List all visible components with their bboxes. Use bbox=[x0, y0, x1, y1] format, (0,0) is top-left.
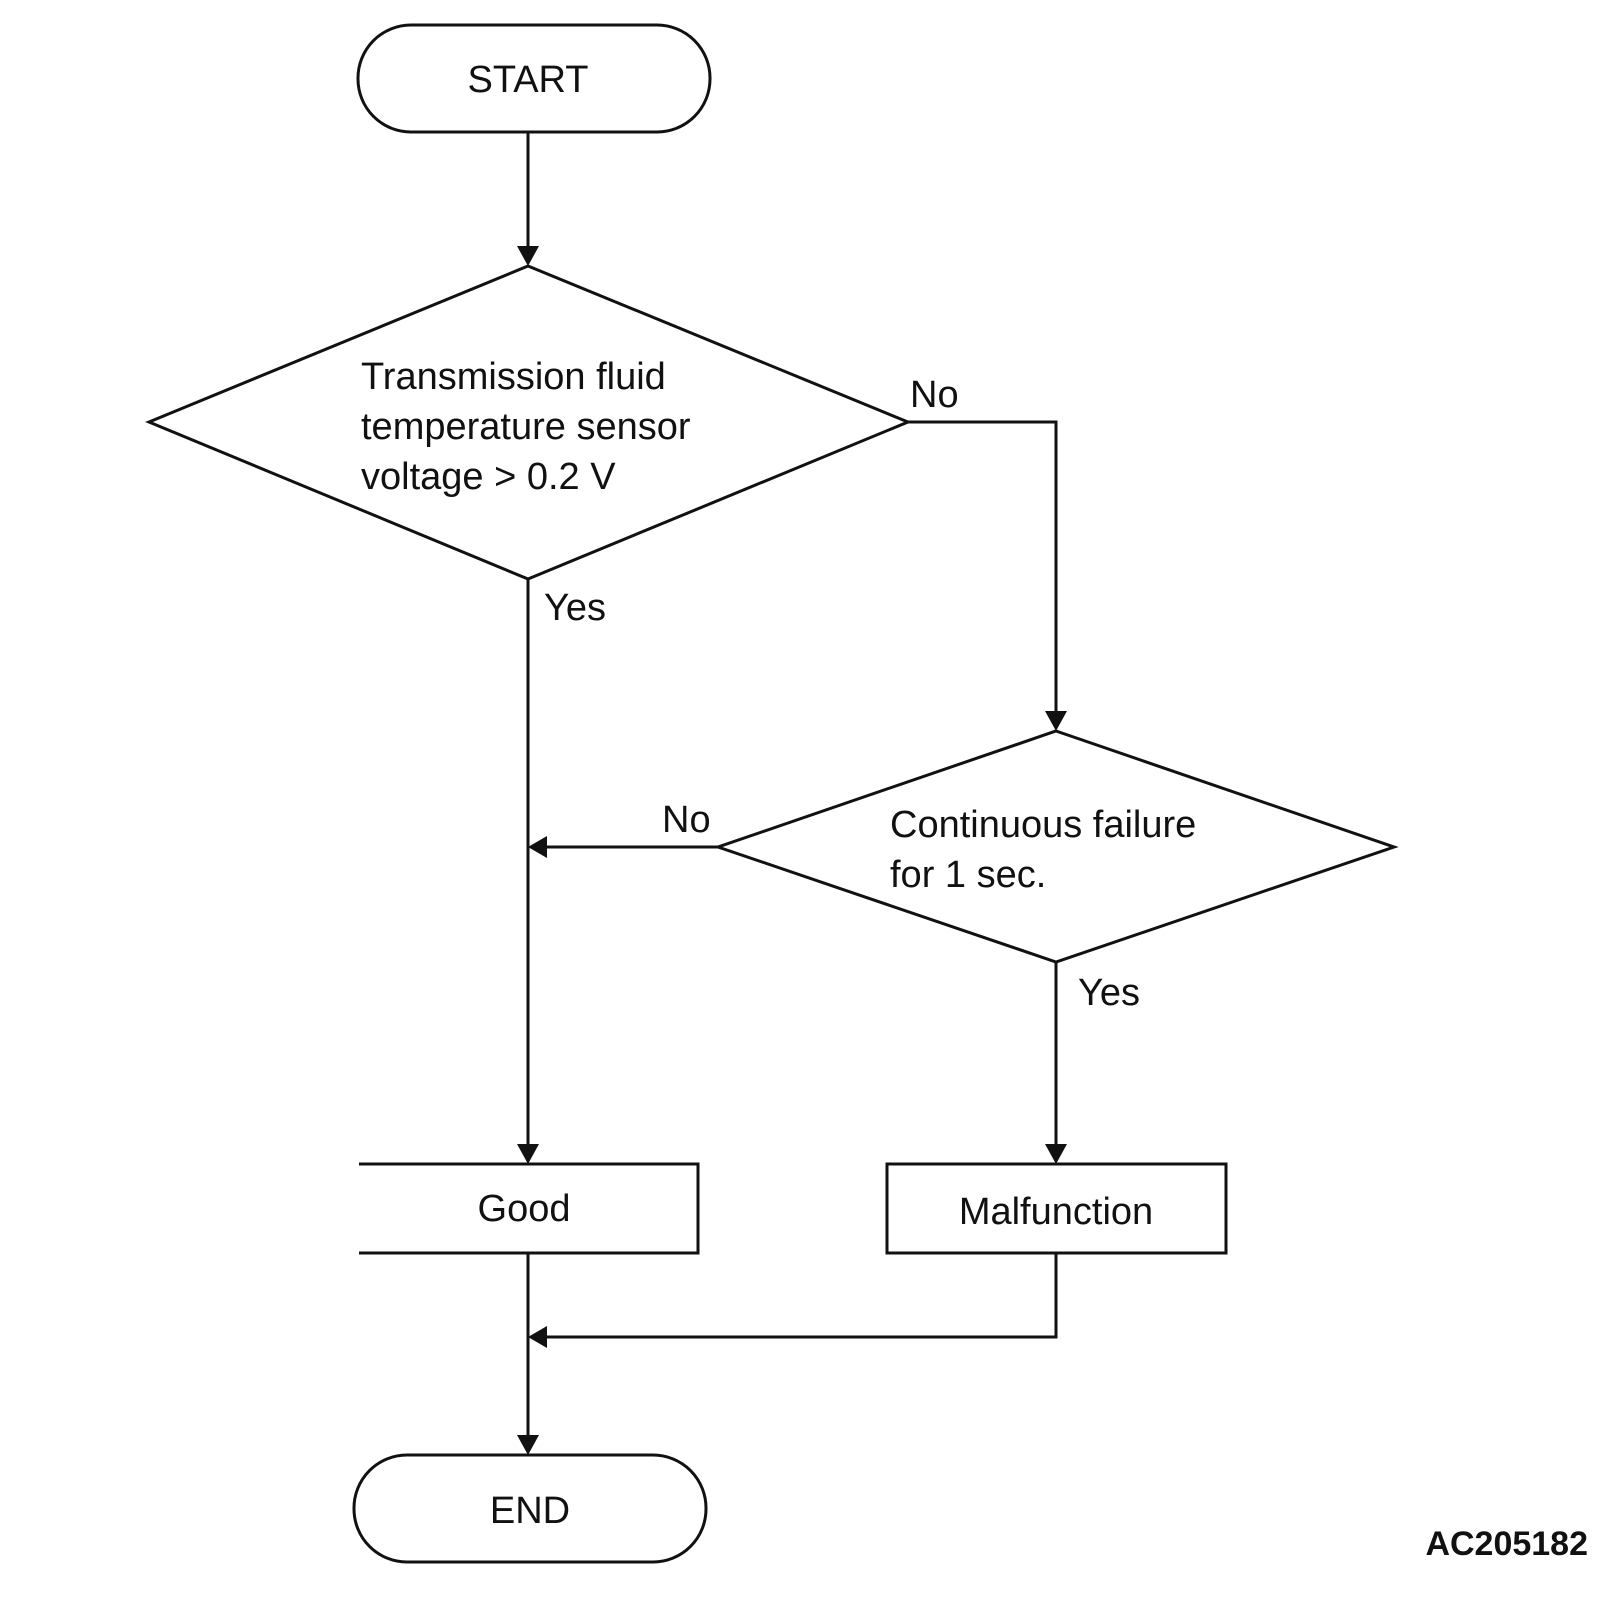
good-node: Good bbox=[359, 1162, 700, 1255]
end-terminator-shape bbox=[352, 1453, 708, 1564]
malfunction-node: Malfunction bbox=[885, 1162, 1228, 1255]
figure-code: AC205182 bbox=[1425, 1525, 1588, 1563]
edge-malfunction-to-merge bbox=[545, 1253, 1058, 1339]
good-box-fill bbox=[359, 1164, 698, 1253]
decision2-node: Continuous failure for 1 sec. bbox=[713, 729, 1399, 964]
arrow-decision1-no bbox=[1045, 711, 1067, 731]
good-label: Good bbox=[478, 1188, 571, 1230]
decision1-yes-label: Yes bbox=[544, 587, 606, 629]
decision2-no-label: No bbox=[662, 799, 711, 841]
edge-decision1-no-to-decision2 bbox=[908, 420, 1058, 713]
decision1-node: Transmission fluid temperature sensor vo… bbox=[145, 264, 912, 581]
decision2-label: Continuous failure for 1 sec. bbox=[890, 804, 1207, 896]
arrow-decision2-no bbox=[528, 836, 547, 858]
malfunction-label: Malfunction bbox=[959, 1191, 1153, 1233]
arrow-decision1-yes bbox=[517, 1144, 539, 1164]
arrow-malfunction-merge bbox=[528, 1326, 547, 1348]
decision1-line-2: temperature sensor bbox=[361, 406, 691, 448]
decision2-line-2: for 1 sec. bbox=[890, 854, 1046, 896]
start-terminator-shape bbox=[356, 23, 712, 134]
arrow-decision2-yes bbox=[1045, 1144, 1067, 1164]
start-label: START bbox=[467, 59, 588, 101]
end-label: END bbox=[490, 1490, 570, 1532]
decision1-no-label: No bbox=[910, 374, 959, 416]
end-node: END bbox=[352, 1453, 708, 1564]
arrow-start-to-decision1 bbox=[517, 246, 539, 266]
malfunction-box bbox=[885, 1162, 1228, 1255]
decision2-yes-label: Yes bbox=[1078, 972, 1140, 1014]
start-node: START bbox=[356, 23, 712, 134]
arrow-good-to-end bbox=[517, 1435, 539, 1455]
decision1-label: Transmission fluid temperature sensor vo… bbox=[361, 356, 701, 498]
decision1-line-3: voltage > 0.2 V bbox=[361, 456, 616, 498]
decision2-line-1: Continuous failure bbox=[890, 804, 1196, 846]
decision1-line-1: Transmission fluid bbox=[361, 356, 666, 398]
decision2-diamond bbox=[713, 729, 1399, 964]
